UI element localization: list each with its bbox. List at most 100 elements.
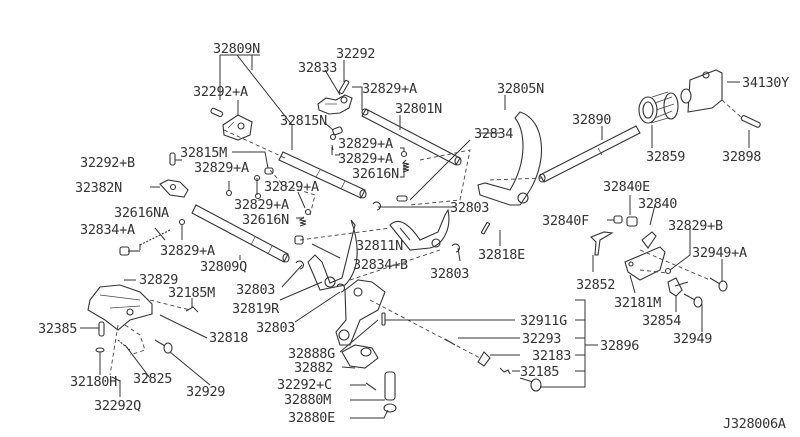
label-32818e: 32818E [478,247,525,263]
fork-32805n-part [477,111,542,206]
knob-part [519,377,542,392]
shaft-32834-part [409,139,471,201]
label-32896: 32896 [600,338,639,354]
cap-32183-part [477,351,491,367]
label-32180h: 32180H [70,374,117,390]
label-32949a: 32949+A [692,245,747,261]
label-32859: 32859 [646,149,685,165]
label-32833: 32833 [298,60,337,76]
label-34130y: 34130Y [742,75,789,91]
fork-32833-part [317,94,353,115]
label-32818: 32818 [209,330,248,346]
label-32292c: 32292+C [277,377,332,393]
label-32829a-6: 32829+A [234,197,289,213]
label-32949: 32949 [673,331,712,347]
label-32829a-7: 32829+A [160,243,215,259]
rod-32809n-part [278,151,367,199]
label-32803-3: 32803 [430,266,469,282]
label-32829b: 32829+B [668,218,723,234]
bolt-32929-part [154,339,173,354]
label-32890: 32890 [572,112,611,128]
pin-32292q-part [111,376,121,382]
fork-32811n-part [389,208,450,251]
label-32911g: 32911G [520,313,567,329]
label-32834: 32834 [474,126,513,142]
bolt-32834a-part [119,246,140,256]
label-32840f: 32840F [542,213,589,229]
label-32829a-2: 32829+A [338,136,393,152]
label-32898: 32898 [722,149,761,165]
spring-32185m-part [185,306,199,313]
cap-32880e-part [383,403,397,413]
label-32829: 32829 [139,272,178,288]
label-32616n-1: 32616N [352,166,399,182]
rod-32890-part [538,125,641,183]
clip-32803-parts [295,201,460,293]
label-32811n: 32811N [356,238,403,254]
label-32882: 32882 [294,360,333,376]
label-32809q: 32809Q [200,259,247,275]
label-32888g: 32888G [288,346,335,362]
label-32840e: 32840E [603,179,650,195]
label-32803-1: 32803 [450,200,489,216]
reference-code: J328006A [723,416,786,432]
pin-32911g-part [381,312,386,326]
housing-32818-part [87,284,153,331]
label-32854: 32854 [642,313,681,329]
label-32834b: 32834+B [353,257,408,273]
pin-32898-part [740,115,761,128]
label-32292: 32292 [336,46,375,62]
leader-lines [80,54,750,419]
bracket-32181m-part [624,246,666,281]
rod-32801n-part [361,108,462,166]
label-32815m: 32815M [180,145,227,161]
label-32292a: 32292+A [193,84,248,100]
label-32829a-5: 32829+A [264,179,319,195]
bushing-32840-parts [613,215,657,249]
pin-32292a-part [210,107,224,118]
label-32834a: 32834+A [80,222,135,238]
lever-assembly-32896-part [335,279,386,346]
label-32292b: 32292+B [80,155,135,171]
pin-32818e-part [480,222,490,235]
label-32181m: 32181M [614,295,661,311]
pin-32292b-part [169,152,176,166]
collar-32815m-part [264,167,274,175]
lever-32852-part [590,231,614,256]
bolt-32949-parts [683,277,728,308]
collar-32815n-part [332,126,343,136]
label-32815n: 32815N [280,113,327,129]
label-32825: 32825 [133,371,172,387]
label-32382n: 32382N [75,180,122,196]
label-32805n: 32805N [497,81,544,97]
label-32929: 32929 [186,384,225,400]
spring-32825-part [117,339,131,351]
lever-32854-part [667,277,689,297]
label-32185m: 32185M [168,285,215,301]
pin-32292-part [338,79,350,95]
label-32616n-2: 32616N [242,212,289,228]
label-32292q: 32292Q [94,398,141,414]
part-labels: 32809N 32292 32833 32829+A 32292+A 32801… [38,41,789,432]
label-32803-2: 32803 [236,282,275,298]
pin-32385-part [98,321,105,337]
label-32385: 32385 [38,321,77,337]
bracket-32382n-part [159,179,189,198]
label-32803-4: 32803 [256,320,295,336]
washer-32180h-part [95,347,105,353]
label-32829a-top: 32829+A [362,81,417,97]
sleeve-32880m-part [384,371,396,401]
block-34130y-part [680,69,723,113]
label-32852: 32852 [576,277,615,293]
label-32880m: 32880M [284,392,331,408]
pin-32292c-part [365,382,377,391]
label-32840: 32840 [638,196,677,212]
spring-32185-part [499,367,511,375]
label-32829a-3: 32829+A [338,151,393,167]
label-32809n: 32809N [213,41,260,57]
spring-cup-32859-part [638,91,679,124]
rod-32809q-part [191,204,290,263]
label-32801n: 32801N [395,101,442,117]
